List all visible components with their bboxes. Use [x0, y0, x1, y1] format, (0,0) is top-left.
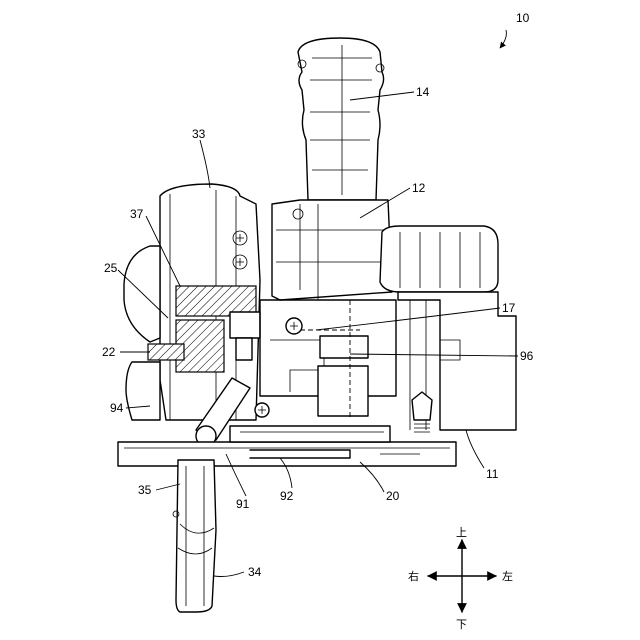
label-92: 92 — [280, 489, 294, 503]
label-35: 35 — [138, 483, 152, 497]
reference-number-label: 10 — [516, 11, 530, 25]
motor-housing — [272, 200, 392, 300]
label-91: 91 — [236, 497, 250, 511]
label-33: 33 — [192, 127, 206, 141]
saw-blade — [173, 460, 216, 612]
label-34: 34 — [248, 565, 262, 579]
label-14: 14 — [416, 85, 430, 99]
direction-down-label: 下 — [456, 618, 467, 631]
label-22: 22 — [102, 345, 116, 359]
label-12: 12 — [412, 181, 426, 195]
handle — [298, 38, 384, 200]
direction-compass: 上 下 右 左 — [408, 526, 513, 631]
label-11: 11 — [486, 467, 499, 481]
direction-left-label: 左 — [502, 570, 513, 583]
label-25: 25 — [104, 261, 118, 275]
label-17: 17 — [502, 301, 516, 315]
label-94: 94 — [110, 401, 124, 415]
direction-up-label: 上 — [456, 526, 467, 539]
label-96: 96 — [520, 349, 534, 363]
label-20: 20 — [386, 489, 400, 503]
battery-knob — [380, 226, 498, 292]
base-plate — [118, 426, 456, 466]
direction-right-label: 右 — [408, 569, 419, 583]
label-37: 37 — [130, 207, 144, 221]
depth-lever — [124, 246, 160, 420]
inner-mechanism — [255, 300, 396, 420]
